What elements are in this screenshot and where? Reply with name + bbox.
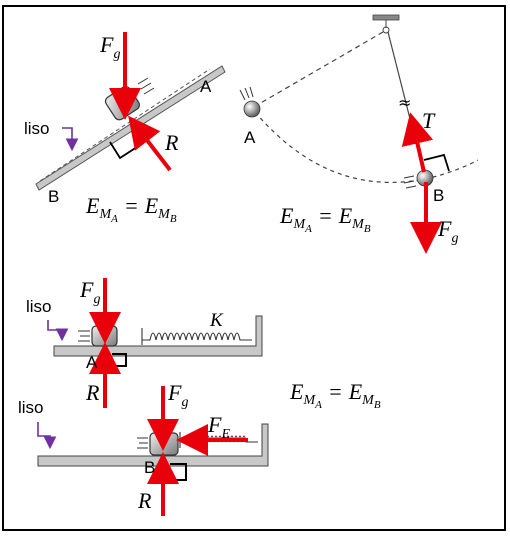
tension-force-arrow	[401, 112, 433, 173]
point-a-label: A	[200, 77, 212, 96]
spring-b-normal-symbol: R	[137, 488, 152, 513]
figure-frame	[2, 5, 506, 531]
spring-b-panel: Fg FE R B liso	[18, 380, 269, 516]
spring-constant-label: K	[209, 310, 224, 331]
incline-guide-line	[39, 68, 211, 182]
normal-force-arrow	[128, 115, 172, 172]
ball-a-motion-lines	[239, 86, 254, 101]
spring-b-motion-lines	[137, 437, 148, 449]
spring-a-smooth-pointer	[47, 320, 69, 342]
swing-arc	[254, 111, 479, 183]
spring-a-normal-symbol: R	[85, 380, 100, 405]
elastic-force-symbol: FE	[207, 412, 230, 442]
spring-a-coil	[141, 328, 252, 345]
smooth-surface-pointer	[62, 127, 79, 152]
ball-at-a	[243, 100, 261, 118]
pendulum-weight-symbol: Fg	[437, 216, 458, 246]
spring-a-point-label: A	[86, 353, 98, 372]
ball-b-motion-lines	[403, 175, 417, 189]
pendulum-point-b: B	[433, 186, 444, 205]
spring-energy-equation: EMA=EMB	[289, 379, 381, 411]
incline-panel: Fg R A B liso EMA=EMB	[24, 32, 226, 225]
pendulum-panel: ≈ A B T Fg EMA=EMB	[239, 14, 479, 254]
pendulum-energy-equation: EMA=EMB	[279, 203, 371, 235]
normal-force-symbol: R	[164, 130, 179, 155]
spring-b-weight-symbol: Fg	[167, 380, 188, 410]
spring-a-weight-symbol: Fg	[79, 277, 100, 307]
pendulum-right-angle-mark	[423, 153, 450, 172]
ceiling-support	[372, 14, 400, 21]
string-break-mark: ≈	[398, 93, 411, 112]
spring-a-panel: K Fg R A liso	[26, 277, 263, 408]
string-to-a	[251, 31, 384, 109]
spring-a-motion-lines	[78, 330, 90, 342]
spring-b-smooth-pointer	[37, 422, 57, 450]
smooth-surface-label: liso	[24, 119, 50, 138]
spring-b-point-label: B	[144, 458, 155, 477]
spring-a-smooth-label: liso	[26, 297, 52, 316]
motion-lines	[137, 77, 155, 95]
weight-force-symbol: Fg	[99, 32, 120, 62]
point-b-label: B	[48, 187, 59, 206]
incline-energy-equation: EMA=EMB	[85, 193, 177, 225]
tension-symbol: T	[422, 108, 436, 133]
pendulum-point-a: A	[244, 128, 256, 147]
spring-b-smooth-label: liso	[18, 398, 44, 417]
